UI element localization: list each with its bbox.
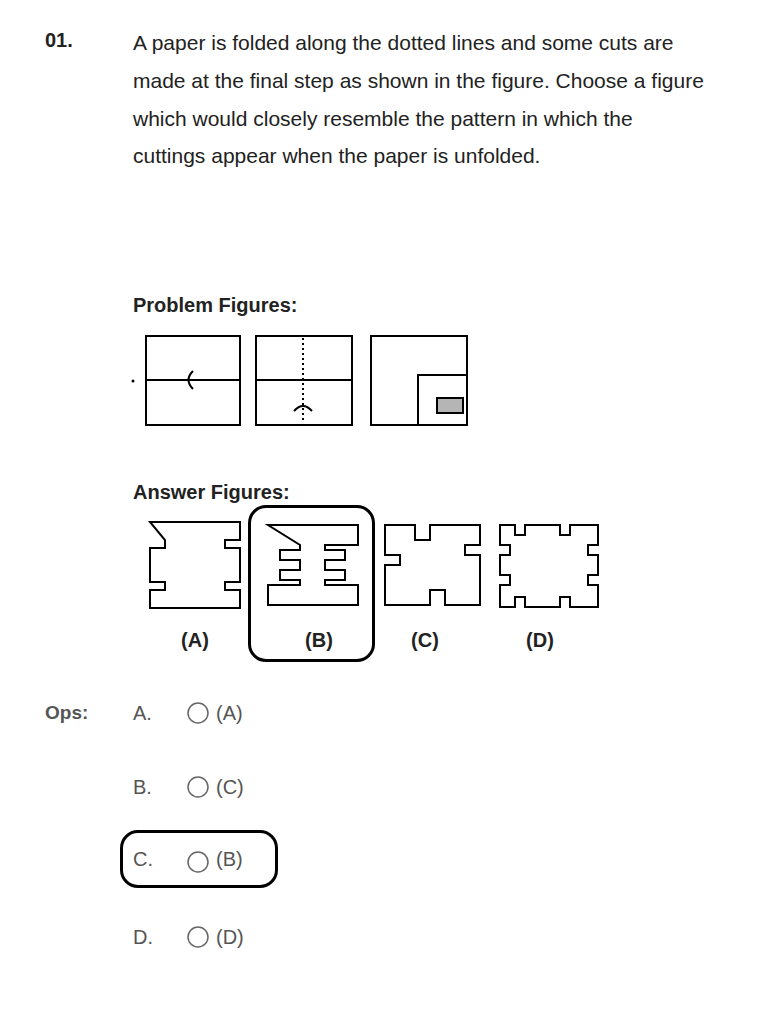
question-text: A paper is folded along the dotted lines… (133, 24, 708, 175)
answer-highlight-box: (B) (248, 505, 375, 662)
option-text: (B) (216, 847, 243, 871)
figure-label: (D) (526, 628, 554, 652)
section-heading: Answer Figures: (133, 480, 290, 504)
radio-buttons (188, 703, 208, 947)
option-letter: D. (133, 925, 153, 949)
question-number: 01. (45, 28, 73, 52)
dot (132, 380, 135, 383)
option-text: (A) (216, 701, 243, 725)
problem-figures (146, 336, 467, 425)
options-heading: Ops: (45, 702, 88, 725)
option-letter: A. (133, 701, 152, 725)
figure-label: (C) (411, 628, 439, 652)
option-text: C. (133, 847, 153, 871)
option-letter: B. (133, 775, 152, 799)
option-text: (B) (305, 628, 333, 652)
option-highlight-box: C. (B) (120, 830, 278, 888)
option-text: (D) (216, 925, 244, 949)
figure-label: (A) (181, 628, 209, 652)
option-text: (C) (216, 775, 244, 799)
section-heading: Problem Figures: (133, 293, 297, 317)
